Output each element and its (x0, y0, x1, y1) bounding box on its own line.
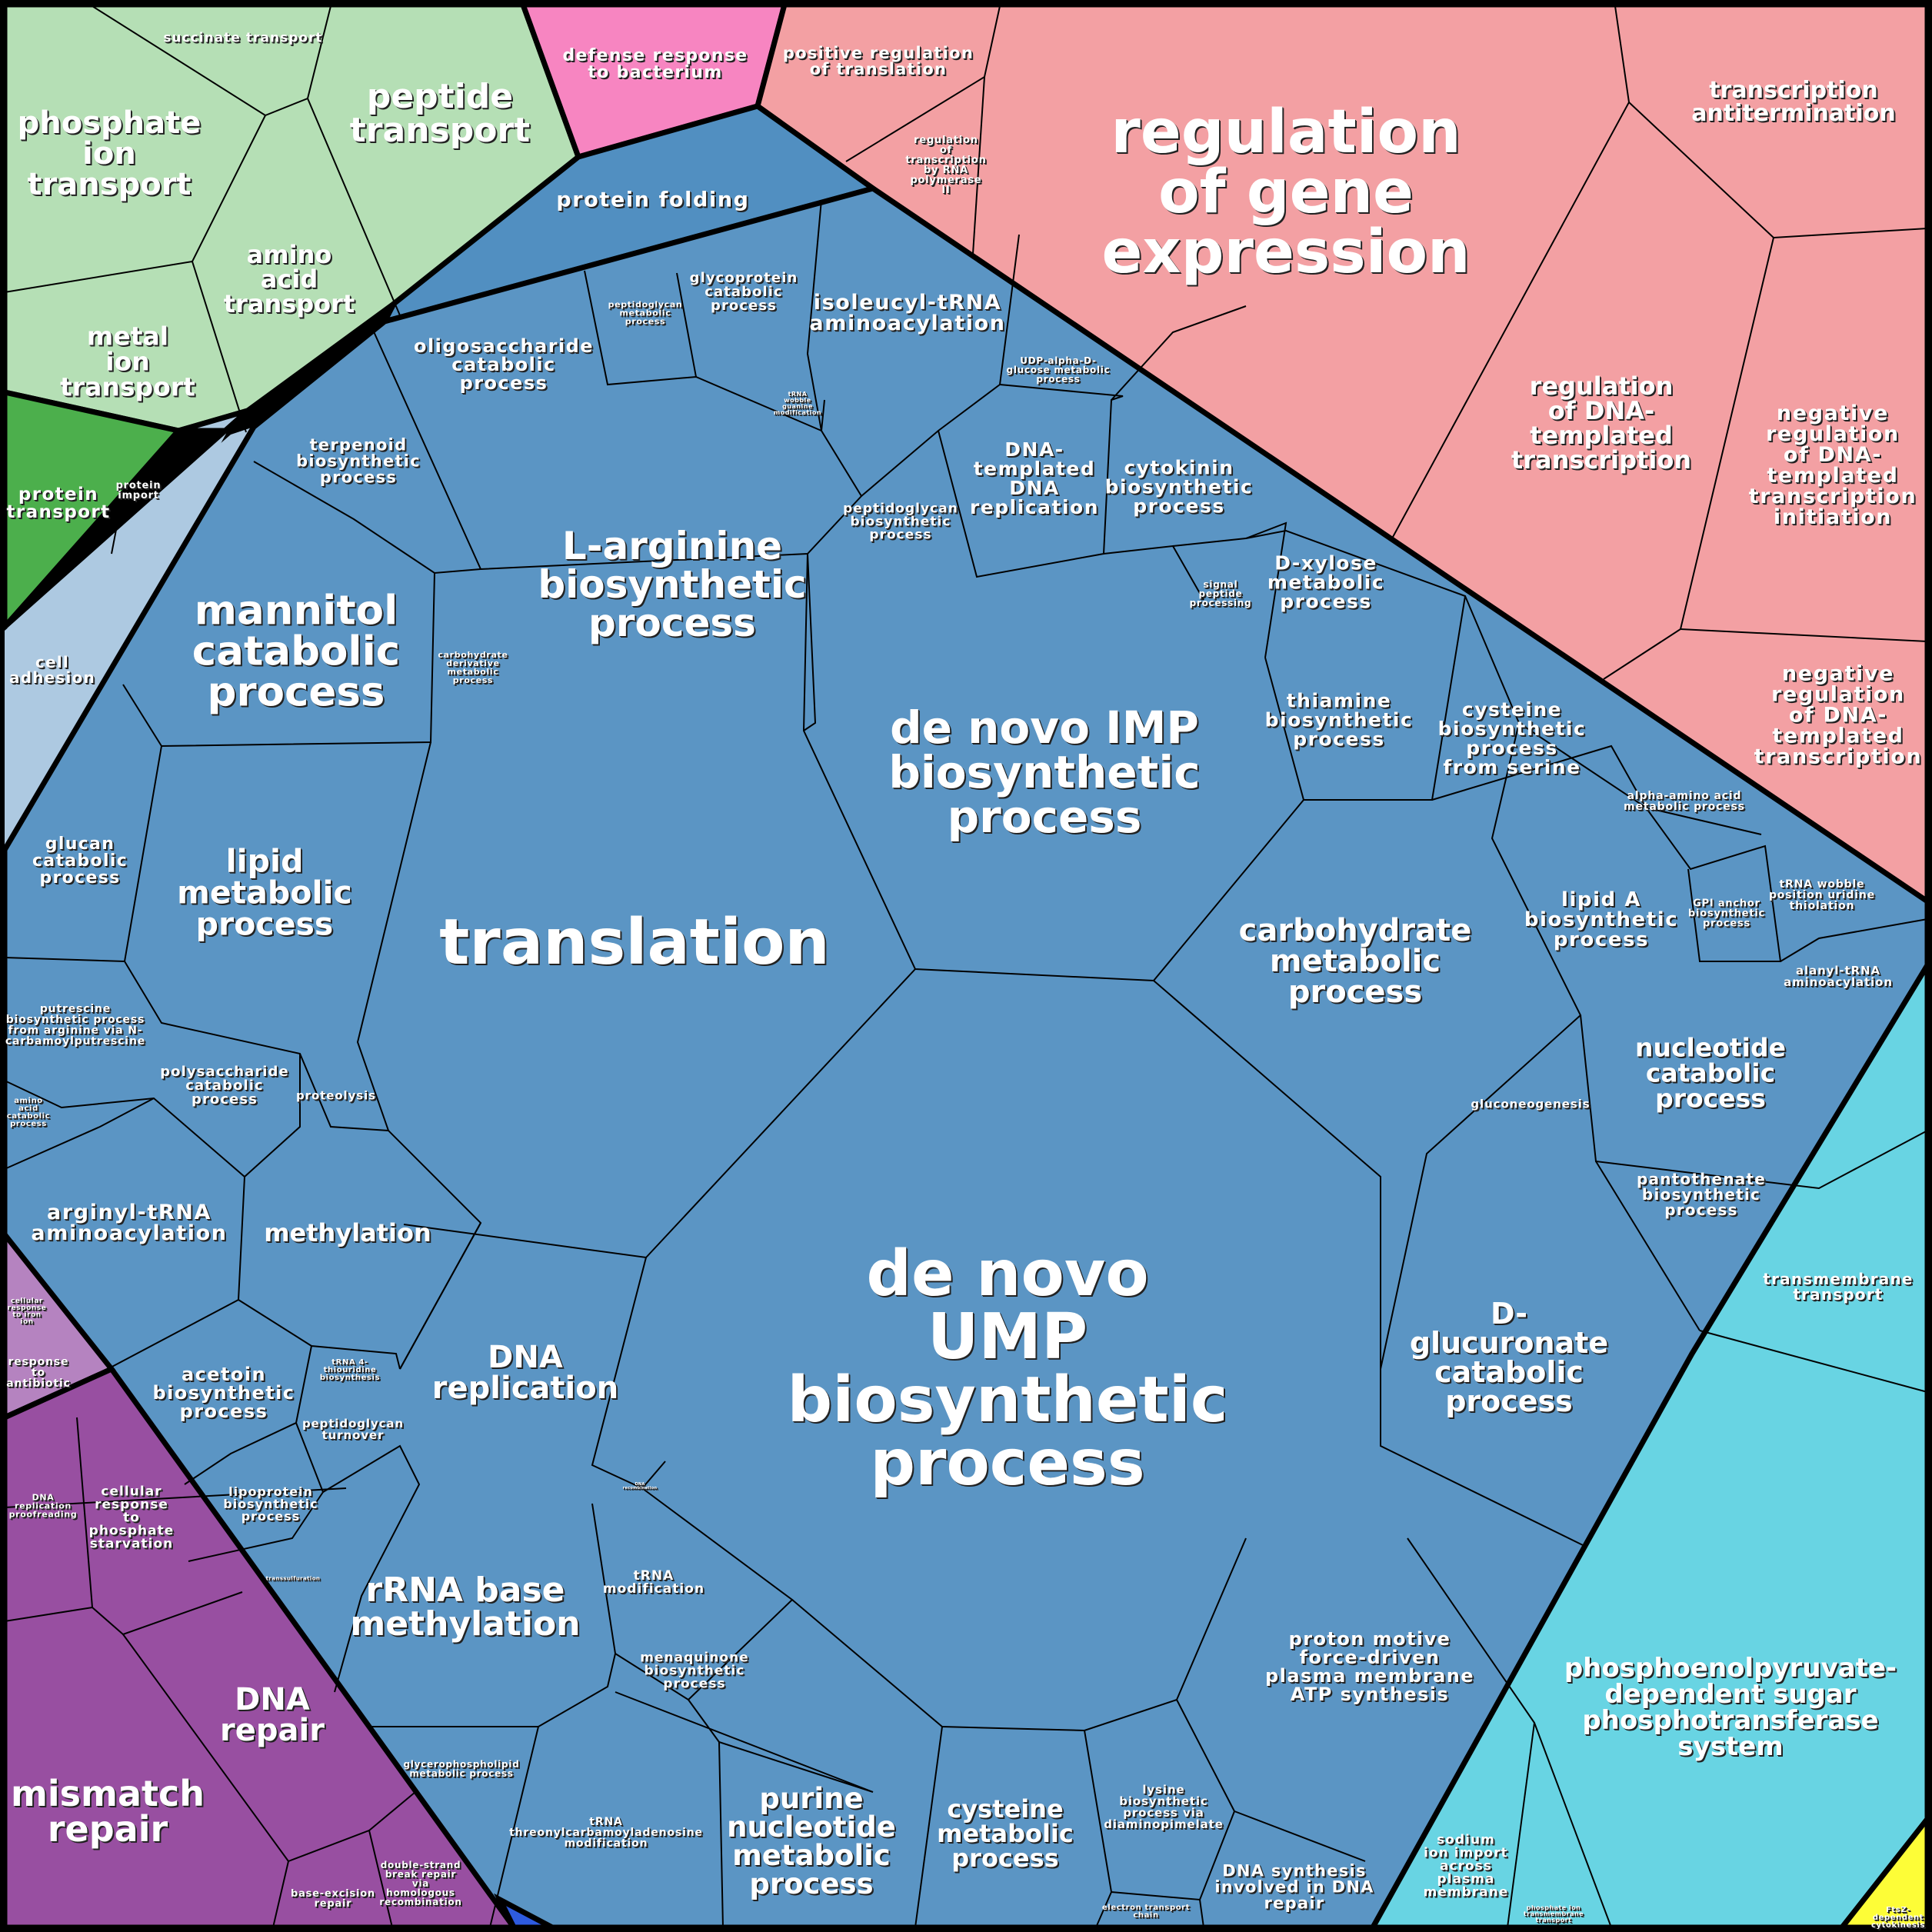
cell-label-trna-4-thiouridine[interactable]: tRNA 4- thiouridine biosynthesis (319, 1358, 381, 1382)
cell-label-peptidoglycan-biosynthetic[interactable]: peptidoglycan biosynthetic process (843, 501, 958, 543)
cell-label-protein-import[interactable]: protein import (115, 480, 162, 501)
cell-label-peptidoglycan-turnover[interactable]: peptidoglycan turnover (301, 1417, 405, 1442)
cell-label-electron-transport-chain[interactable]: electron transport chain (1101, 1904, 1191, 1920)
group-protein-transport-2[interactable] (2, 388, 184, 635)
cell-label-menaquinone[interactable]: menaquinone biosynthetic process (640, 1650, 749, 1692)
cell-label-positive-regulation-translation[interactable]: positive regulation of translation (782, 44, 974, 78)
cell-label-l-arginine[interactable]: L-arginine biosynthetic process (538, 524, 807, 645)
cell-label-d-xylose[interactable]: D-xylose metabolic process (1267, 551, 1385, 613)
cell-label-alanyl-trna[interactable]: alanyl-tRNA aminoacylation (1784, 964, 1893, 989)
cell-label-trna-modification[interactable]: tRNA modification (602, 1568, 705, 1597)
cell-label-lipid-metabolic[interactable]: lipid metabolic process (177, 842, 352, 943)
cell-label-lysine-biosynthetic[interactable]: lysine biosynthetic process via diaminop… (1104, 1783, 1224, 1831)
cell-label-base-excision-repair[interactable]: base-excision repair (291, 1888, 375, 1910)
cell-label-amino-acid-catabolic[interactable]: amino acid catabolic process (6, 1097, 51, 1128)
cell-label-trna-wobble-guanine[interactable]: tRNA wobble guanine modification (773, 391, 822, 416)
cell-label-neg-reg-initiation[interactable]: negative regulation of DNA- templated tr… (1748, 401, 1917, 529)
cell-boundaries (4, 5, 1928, 1928)
cell-label-cysteine-metabolic[interactable]: cysteine metabolic process (937, 1794, 1074, 1873)
cell-label-amino-acid-transport[interactable]: amino acid transport (223, 240, 355, 318)
cell-label-regulation-gene-expression[interactable]: regulation of gene expression (1101, 98, 1471, 287)
cell-label-thiamine[interactable]: thiamine biosynthetic process (1264, 689, 1414, 751)
cell-label-arginyl-trna[interactable]: arginyl-tRNA aminoacylation (31, 1201, 228, 1245)
cell-label-trna-threonylcarbamoyl[interactable]: tRNA threonylcarbamoyladenosine modifica… (509, 1816, 703, 1850)
cell-label-transmembrane-transport[interactable]: transmembrane transport (1763, 1270, 1914, 1304)
cell-label-pantothenate[interactable]: pantothenate biosynthetic process (1637, 1170, 1766, 1219)
cell-label-isoleucyl-trna[interactable]: isoleucyl-tRNA aminoacylation (809, 291, 1006, 335)
cell-label-protein-transport[interactable]: protein transport (6, 485, 111, 522)
cell-label-response-antibiotic[interactable]: response to antibiotic (6, 1356, 71, 1390)
cell-label-alpha-amino-acid[interactable]: alpha-amino acid metabolic process (1624, 790, 1745, 813)
cell-label-dna-replication-proofreading[interactable]: DNA replication proofreading (8, 1492, 78, 1520)
cell-label-terpenoid[interactable]: terpenoid biosynthetic process (296, 435, 421, 487)
cell-label-sodium-ion-import[interactable]: sodium ion import across plasma membrane (1423, 1832, 1509, 1900)
cell-label-double-strand-break[interactable]: double-strand break repair via homologou… (379, 1860, 462, 1907)
cell-label-peptidoglycan-metabolic[interactable]: peptidoglycan metabolic process (608, 299, 683, 327)
cell-label-pts-system[interactable]: phosphoenolpyruvate- dependent sugar pho… (1564, 1653, 1897, 1762)
cell-label-dna-repair[interactable]: DNA repair (220, 1682, 325, 1748)
cell-label-gpi-anchor[interactable]: GPI anchor biosynthetic process (1687, 898, 1766, 930)
cell-label-gluconeogenesis[interactable]: gluconeogenesis (1471, 1097, 1591, 1111)
cell-label-carbohydrate-derivative[interactable]: carbohydrate derivative metabolic proces… (438, 650, 508, 685)
cell-label-dna-replication[interactable]: DNA replication (431, 1340, 619, 1406)
cell-label-peptide-transport[interactable]: peptide transport (349, 77, 531, 150)
cell-label-cellular-response-phosphate[interactable]: cellular response to phosphate starvatio… (88, 1484, 175, 1552)
cell-label-methylation[interactable]: methylation (264, 1218, 431, 1247)
cell-label-ftsz-cytokinesis[interactable]: FtsZ- dependent cytokinesis (1870, 1906, 1926, 1930)
cell-label-glucan-catabolic[interactable]: glucan catabolic process (32, 834, 128, 888)
cell-label-cysteine-from-serine[interactable]: cysteine biosynthetic process from serin… (1437, 698, 1587, 778)
cell-label-signal-peptide[interactable]: signal peptide processing (1189, 579, 1252, 608)
cell-label-mismatch-repair[interactable]: mismatch repair (10, 1773, 205, 1850)
cell-label-mannitol[interactable]: mannitol catabolic process (192, 587, 401, 716)
cell-label-de-novo-imp[interactable]: de novo IMP biosynthetic process (888, 701, 1201, 843)
cell-label-transsulfuration[interactable]: transsulfuration (265, 1575, 321, 1582)
cell-label-protein-folding[interactable]: protein folding (556, 188, 750, 212)
cell-label-udp-glucose[interactable]: UDP-alpha-D- glucose metabolic process (1006, 355, 1111, 385)
cell-label-de-novo-ump[interactable]: de novo UMP biosynthetic process (787, 1237, 1228, 1500)
cell-label-regulation-transcription-rnap2[interactable]: regulation of transcription by RNA polym… (905, 135, 987, 196)
cell-label-cytokinin[interactable]: cytokinin biosynthetic process (1104, 456, 1254, 518)
cell-label-cell-adhesion[interactable]: cell adhesion (9, 653, 95, 687)
cell-label-putrescine[interactable]: putrescine biosynthetic process from arg… (5, 1003, 146, 1048)
cell-label-cellular-response-iron[interactable]: cellular response to iron ion (7, 1297, 47, 1326)
cell-label-phosphate-ion-transport[interactable]: phosphate ion transport (17, 105, 202, 202)
cell-label-polysaccharide-catabolic[interactable]: polysaccharide catabolic process (160, 1064, 289, 1108)
cell-label-translation[interactable]: translation (439, 906, 830, 979)
cell-label-neg-reg-transcription[interactable]: negative regulation of DNA- templated tr… (1754, 661, 1923, 769)
cell-label-dna-templated-replication[interactable]: DNA- templated DNA replication (969, 438, 1100, 518)
cell-label-purine-nucleotide[interactable]: purine nucleotide metabolic process (727, 1782, 896, 1900)
cell-label-defense-response[interactable]: defense response to bacterium (562, 46, 748, 82)
cell-label-succinate-transport[interactable]: succinate transport (163, 30, 323, 46)
cell-label-dna-recombination[interactable]: DNA recombination (622, 1482, 658, 1491)
cell-label-rrna-base-methylation[interactable]: rRNA base methylation (350, 1571, 581, 1644)
cell-label-nucleotide-catabolic[interactable]: nucleotide catabolic process (1634, 1032, 1787, 1114)
cell-label-glycoprotein-catabolic[interactable]: glycoprotein catabolic process (689, 270, 798, 314)
cell-label-transcription-antitermination[interactable]: transcription antitermination (1691, 77, 1896, 127)
cell-label-trna-wobble-uridine[interactable]: tRNA wobble position uridine thiolation (1768, 878, 1876, 912)
cell-label-glycerophospholipid[interactable]: glycerophospholipid metabolic process (403, 1759, 520, 1779)
cell-label-regulation-dna-templated-transcription[interactable]: regulation of DNA- templated transcripti… (1511, 371, 1692, 475)
cell-label-d-glucuronate[interactable]: D- glucuronate catabolic process (1409, 1297, 1609, 1418)
cell-label-metal-ion-transport[interactable]: metal ion transport (60, 321, 195, 402)
cell-label-lipoprotein[interactable]: lipoprotein biosynthetic process (223, 1484, 318, 1524)
cell-label-proteolysis[interactable]: proteolysis (296, 1088, 376, 1103)
cell-label-phosphate-ion-transmembrane[interactable]: phosphate ion transmembrane transport (1523, 1904, 1584, 1924)
cell-label-oligosaccharide-catabolic[interactable]: oligosaccharide catabolic process (414, 335, 594, 394)
cell-label-lipid-a[interactable]: lipid A biosynthetic process (1524, 888, 1679, 951)
cell-label-acetoin[interactable]: acetoin biosynthetic process (152, 1364, 295, 1422)
cell-label-proton-motive-force[interactable]: proton motive force-driven plasma membra… (1265, 1628, 1474, 1705)
cell-label-carbohydrate-metabolic[interactable]: carbohydrate metabolic process (1238, 913, 1472, 1010)
cell-label-dna-synthesis-repair[interactable]: DNA synthesis involved in DNA repair (1214, 1861, 1374, 1913)
